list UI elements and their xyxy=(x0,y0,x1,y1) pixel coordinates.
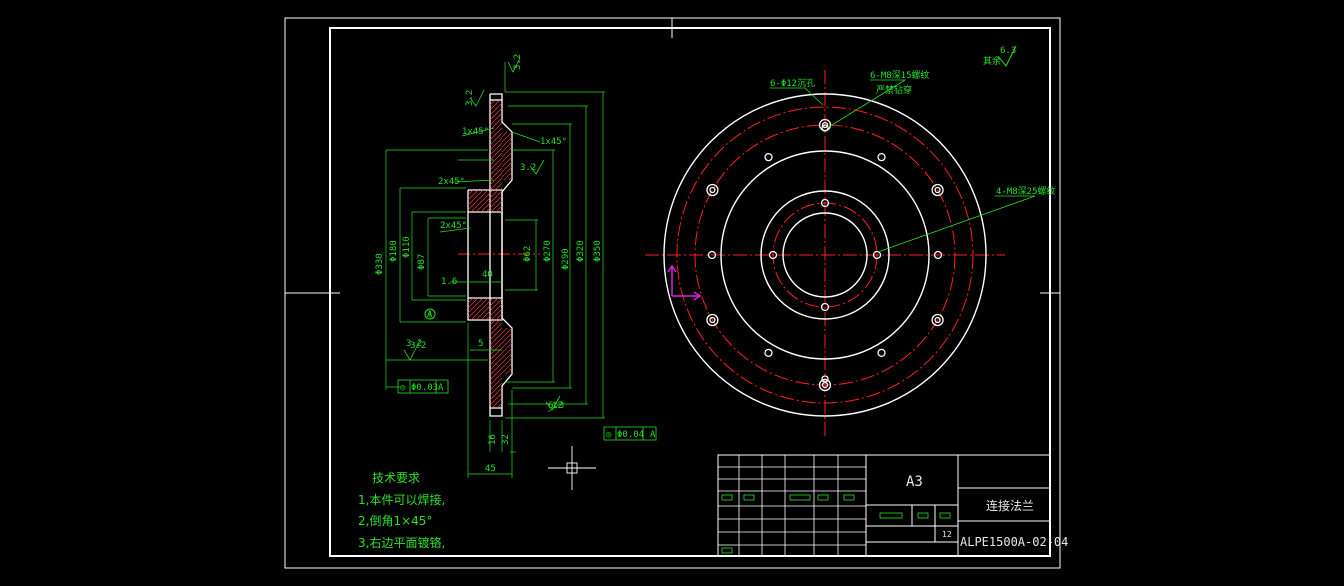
tolerance-datum: A xyxy=(438,383,444,393)
ucs-icon xyxy=(667,264,702,301)
inner-threaded-hole xyxy=(820,198,830,208)
callout-cbore-holes: 6-Φ12沉孔 xyxy=(770,78,815,89)
inner-threaded-hole xyxy=(820,302,830,312)
roughness-value: 6.3 xyxy=(1000,46,1016,56)
tech-req-heading: 技术要求 xyxy=(372,471,420,485)
dimension-label: 5 xyxy=(478,339,483,349)
dimension-label: Φ110 xyxy=(402,236,412,258)
datum-label: A xyxy=(427,310,433,320)
front-view: 6-Φ12沉孔 6-M8深15螺纹 严禁钻穿 4-M8深25螺纹 xyxy=(645,69,1056,438)
dimension-label: Φ62 xyxy=(523,246,533,262)
threaded-hole xyxy=(707,250,717,260)
tolerance-symbol: ◎ xyxy=(400,383,406,393)
drawing-number: ALPE1500A-02-04 xyxy=(960,535,1068,549)
dimension-label: 2x45° xyxy=(440,221,467,231)
threaded-hole xyxy=(821,124,829,132)
tolerance-symbol: ◎ xyxy=(606,430,612,440)
dimension-label: Φ350 xyxy=(593,240,603,262)
tolerance-value: Φ0.04 xyxy=(617,430,644,440)
dimension-label: Φ330 xyxy=(375,253,385,275)
dimension-label: 1x45° xyxy=(462,127,489,137)
dimension-label: 12 xyxy=(552,401,563,411)
dimension-label: Φ87 xyxy=(417,254,427,270)
inner-threaded-hole xyxy=(872,250,882,260)
roughness-label: 其余 xyxy=(983,55,1001,67)
counterbore-hole xyxy=(818,378,832,392)
counterbore-hole xyxy=(706,313,719,327)
callout-deep-thread-holes: 4-M8深25螺纹 xyxy=(996,185,1056,197)
callout-thread-holes: 6-M8深15螺纹 xyxy=(870,69,930,81)
cursor-crosshair xyxy=(548,446,596,490)
dimension-label: 32 xyxy=(501,434,511,445)
general-roughness: 其余 6.3 xyxy=(983,45,1017,67)
counterbore-hole xyxy=(706,183,719,197)
dimension-label: 3.2 xyxy=(410,341,426,351)
callout-no-drill-through: 严禁钻穿 xyxy=(876,84,912,96)
tech-req-item-1: 1,本件可以焊接, xyxy=(358,492,445,507)
roughness-value: 3.2 xyxy=(406,339,422,349)
dimension-label: 16 xyxy=(488,434,498,445)
threaded-hole xyxy=(764,152,773,162)
dimension-label: 2x45° xyxy=(438,177,465,187)
title-block: A3 连接法兰 ALPE1500A-02-04 12 xyxy=(717,454,1068,557)
threaded-hole xyxy=(877,152,886,162)
roughness-value: 3.2 xyxy=(465,90,475,106)
dimension-label: 1x45° xyxy=(540,137,567,147)
roughness-value: 3.2 xyxy=(513,54,523,70)
dimension-label: 40 xyxy=(482,270,493,280)
counterbore-hole xyxy=(931,183,944,197)
tolerance-value: Φ0.03 xyxy=(411,383,438,393)
roughness-value: 3.2 xyxy=(520,163,536,173)
dimension-label: Φ320 xyxy=(576,240,586,262)
threaded-hole xyxy=(933,250,943,260)
sheet-border xyxy=(284,17,1061,569)
roughness-value: 6.3 xyxy=(548,401,564,411)
tolerance-datum: A xyxy=(650,430,656,440)
tech-req-item-3: 3,右边平面镀铬, xyxy=(358,535,445,550)
paper-size: A3 xyxy=(906,474,923,490)
part-name: 连接法兰 xyxy=(986,498,1034,513)
tech-req-item-2: 2,倒角1×45° xyxy=(358,514,432,528)
dimension-label: Φ180 xyxy=(389,240,399,262)
inner-threaded-hole xyxy=(768,250,778,260)
scale-cell: 12 xyxy=(942,530,952,539)
technical-requirements: 技术要求 1,本件可以焊接, 2,倒角1×45° 3,右边平面镀铬, xyxy=(358,471,445,550)
dimension-label: 45 xyxy=(485,464,496,474)
threaded-hole xyxy=(877,348,886,358)
threaded-hole xyxy=(764,348,773,358)
counterbore-hole xyxy=(931,313,944,327)
dimension-label: Φ270 xyxy=(543,240,553,262)
dimension-label: 1.6 xyxy=(441,277,457,287)
dimension-label: Φ290 xyxy=(561,248,571,270)
threaded-hole xyxy=(821,375,829,383)
